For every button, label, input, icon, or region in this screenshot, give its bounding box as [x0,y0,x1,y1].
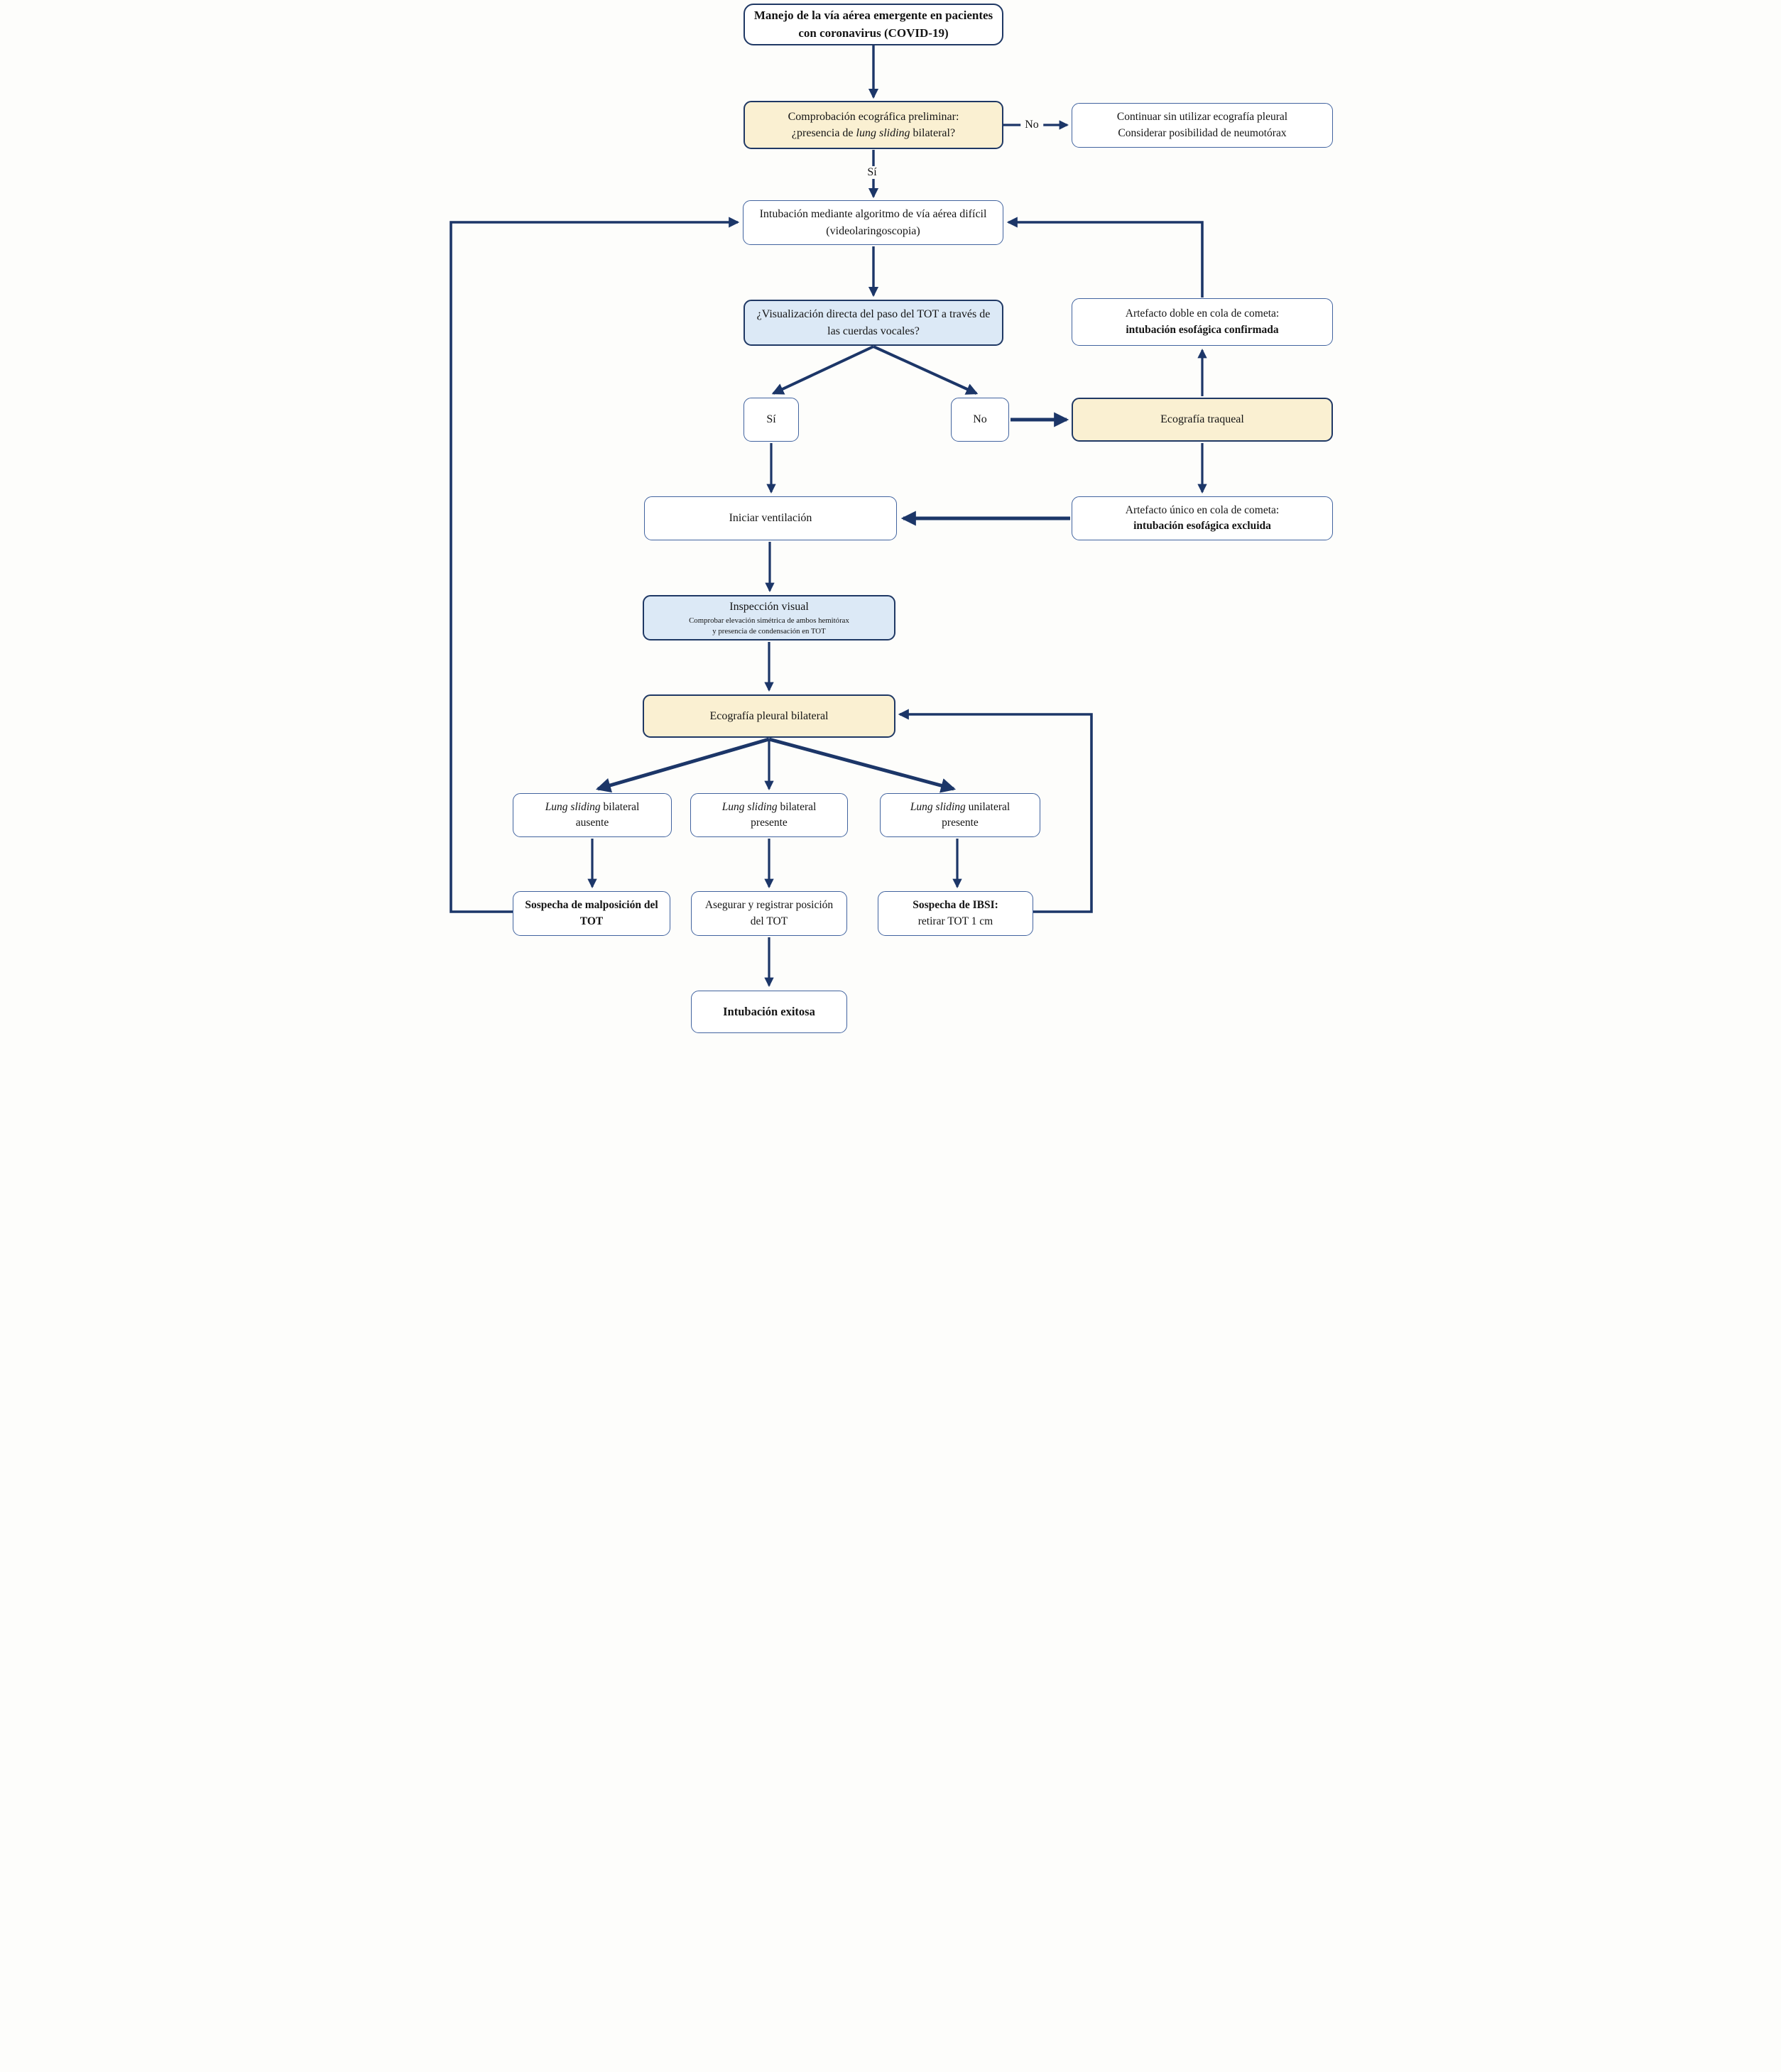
node-continuar: Continuar sin utilizar ecografía pleural… [1072,103,1333,148]
connector-lines [450,45,1207,988]
node-inspeccion-title: Inspección visual [729,600,809,613]
node-preliminar-line2-pre: ¿presencia de [791,127,856,139]
node-intubacion-text: Intubación mediante algoritmo de vía aér… [759,208,987,237]
node-iniciar-ventilacion-text: Iniciar ventilación [729,512,812,525]
node-inspeccion-sub2: y presencia de condensación en TOT [712,627,826,636]
node-intubacion-exitosa-text: Intubación exitosa [723,1005,815,1019]
node-artefacto-unico-line1: Artefacto único en cola de cometa: [1125,503,1280,516]
node-si-label: Sí [766,413,776,426]
node-lung-sliding-bilateral: Lung sliding bilateral presente [690,793,848,837]
node-continuar-line2: Considerar posibilidad de neumotórax [1118,126,1287,139]
arrow-eco-pleural-to-lung-ausente [595,737,770,793]
node-lung-bilateral-italic: Lung sliding [721,800,778,813]
node-lung-ausente-rest: bilateral [600,800,640,813]
node-sospecha-ibsi: Sospecha de IBSI: retirar TOT 1 cm [878,891,1033,936]
node-visualizacion-text: ¿Visualización directa del paso del TOT … [756,308,991,337]
node-lung-bilateral-line2: presente [751,817,788,829]
node-intubacion: Intubación mediante algoritmo de vía aér… [743,200,1003,245]
node-lung-sliding-ausente: Lung sliding bilateral ausente [513,793,672,837]
node-eco-traqueal: Ecografía traqueal [1072,398,1333,442]
node-lung-unilateral-line2: presente [942,817,979,829]
node-lung-sliding-unilateral: Lung sliding unilateral presente [880,793,1040,837]
node-preliminar-line2-post: bilateral? [910,127,956,139]
edge-label-si: Sí [863,166,881,179]
node-continuar-line1: Continuar sin utilizar ecografía pleural [1116,111,1288,124]
node-lung-unilateral-line1: Lung sliding unilateral [910,800,1010,815]
arrow-visualizacion-to-si [771,345,874,395]
node-artefacto-unico: Artefacto único en cola de cometa: intub… [1072,496,1333,540]
node-lung-bilateral-line1: Lung sliding bilateral [722,800,817,815]
arrow-artefacto-doble-to-intubacion [1006,217,1204,298]
node-preliminar-line2: ¿presencia de lung sliding bilateral? [792,125,955,141]
node-preliminar-line2-italic: lung sliding [856,127,910,139]
node-artefacto-doble-line1: Artefacto doble en cola de cometa: [1125,307,1280,320]
node-preliminar-line1: Comprobación ecográfica preliminar: [788,110,959,123]
node-lung-bilateral-rest: bilateral [777,800,817,813]
node-inspeccion-visual: Inspección visual Comprobar elevación si… [643,595,895,640]
feedback-ibsi-to-eco-pleural [898,709,1093,913]
node-no: No [951,398,1009,442]
flowchart-covid-airway: No Sí Manejo de la vía aérea emergente e… [445,0,1336,1036]
node-iniciar-ventilacion: Iniciar ventilación [644,496,897,540]
node-ibsi-line1: Sospecha de IBSI: [913,899,998,912]
edge-label-no: No [1020,119,1043,131]
node-eco-pleural-text: Ecografía pleural bilateral [709,709,829,722]
node-lung-ausente-italic: Lung sliding [545,800,601,813]
node-artefacto-doble: Artefacto doble en cola de cometa: intub… [1072,298,1333,346]
node-artefacto-doble-line2: intubación esofágica confirmada [1126,323,1279,336]
node-visualizacion: ¿Visualización directa del paso del TOT … [744,300,1003,346]
node-asegurar-posicion: Asegurar y registrar posición del TOT [691,891,847,936]
node-lung-unilateral-italic: Lung sliding [910,800,966,813]
node-sospecha-malposicion-text: Sospecha de malposición del TOT [525,899,658,927]
node-title: Manejo de la vía aérea emergente en paci… [744,4,1003,45]
node-inspeccion-sub1: Comprobar elevación simétrica de ambos h… [689,616,849,625]
arrow-eco-pleural-to-lung-unilateral [768,737,957,793]
node-lung-ausente-line1: Lung sliding bilateral [545,800,640,815]
feedback-sospecha-to-intubacion [450,217,740,913]
node-ibsi-line2: retirar TOT 1 cm [917,915,993,927]
node-artefacto-unico-line2: intubación esofágica excluida [1133,520,1271,532]
node-eco-pleural: Ecografía pleural bilateral [643,694,895,738]
node-sospecha-malposicion: Sospecha de malposición del TOT [513,891,670,936]
node-title-text: Manejo de la vía aérea emergente en paci… [753,8,993,40]
node-eco-traqueal-text: Ecografía traqueal [1160,413,1244,426]
arrow-visualizacion-to-no [873,345,979,395]
node-intubacion-exitosa: Intubación exitosa [691,991,847,1033]
node-asegurar-posicion-text: Asegurar y registrar posición del TOT [704,899,834,927]
node-lung-unilateral-rest: unilateral [965,800,1011,813]
node-si: Sí [744,398,799,442]
node-preliminar: Comprobación ecográfica preliminar: ¿pre… [744,101,1003,149]
node-no-label: No [973,413,987,426]
node-lung-ausente-line2: ausente [575,817,609,829]
